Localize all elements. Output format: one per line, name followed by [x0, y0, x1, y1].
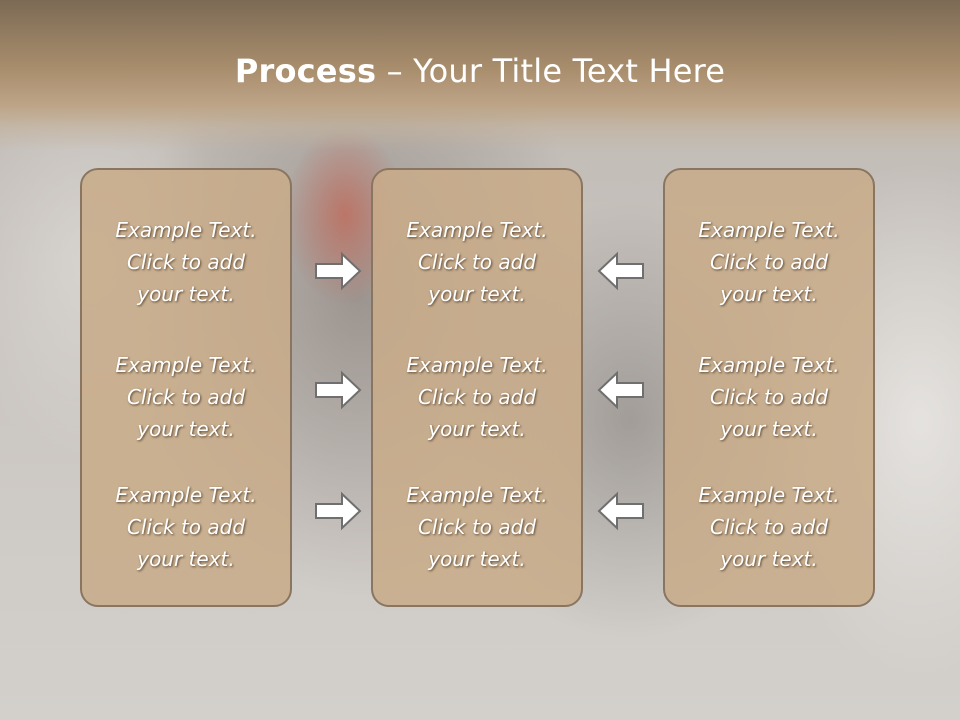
text-line: your text. [720, 417, 818, 441]
text-item[interactable]: Example Text. Click to add your text. [82, 349, 290, 445]
left-arrow-icon [597, 251, 644, 291]
title-band [0, 0, 960, 150]
text-line: Example Text. [406, 353, 548, 377]
text-line: Click to add [709, 515, 829, 539]
process-box-left[interactable]: Example Text. Click to add your text. Ex… [80, 168, 292, 607]
text-line: your text. [137, 282, 235, 306]
right-arrow-icon [315, 251, 362, 291]
text-line: Click to add [126, 250, 246, 274]
text-line: Example Text. [115, 483, 257, 507]
text-line: Example Text. [406, 483, 548, 507]
text-line: your text. [137, 547, 235, 571]
right-arrow-icon [315, 370, 362, 410]
text-item[interactable]: Example Text. Click to add your text. [665, 214, 873, 310]
text-line: your text. [428, 282, 526, 306]
text-item[interactable]: Example Text. Click to add your text. [373, 214, 581, 310]
text-item[interactable]: Example Text. Click to add your text. [665, 479, 873, 575]
text-line: Click to add [709, 250, 829, 274]
text-line: Click to add [417, 515, 537, 539]
text-item[interactable]: Example Text. Click to add your text. [373, 479, 581, 575]
left-arrow-icon [597, 491, 644, 531]
text-line: Example Text. [698, 218, 840, 242]
text-line: Click to add [417, 385, 537, 409]
process-box-right[interactable]: Example Text. Click to add your text. Ex… [663, 168, 875, 607]
text-line: Click to add [126, 385, 246, 409]
text-line: Click to add [417, 250, 537, 274]
text-line: Example Text. [698, 353, 840, 377]
title-bold: Process [234, 52, 377, 90]
text-line: Example Text. [115, 353, 257, 377]
right-arrow-icon [315, 491, 362, 531]
text-line: Example Text. [698, 483, 840, 507]
text-item[interactable]: Example Text. Click to add your text. [665, 349, 873, 445]
slide-title[interactable]: Process – Your Title Text Here [0, 52, 960, 90]
text-line: your text. [720, 547, 818, 571]
left-arrow-icon [597, 370, 644, 410]
text-line: Click to add [126, 515, 246, 539]
text-item[interactable]: Example Text. Click to add your text. [373, 349, 581, 445]
text-line: your text. [137, 417, 235, 441]
text-line: Example Text. [115, 218, 257, 242]
text-line: your text. [720, 282, 818, 306]
text-line: Click to add [709, 385, 829, 409]
text-item[interactable]: Example Text. Click to add your text. [82, 214, 290, 310]
text-item[interactable]: Example Text. Click to add your text. [82, 479, 290, 575]
text-line: your text. [428, 547, 526, 571]
text-line: your text. [428, 417, 526, 441]
process-box-center[interactable]: Example Text. Click to add your text. Ex… [371, 168, 583, 607]
title-rest: – Your Title Text Here [376, 52, 726, 90]
text-line: Example Text. [406, 218, 548, 242]
